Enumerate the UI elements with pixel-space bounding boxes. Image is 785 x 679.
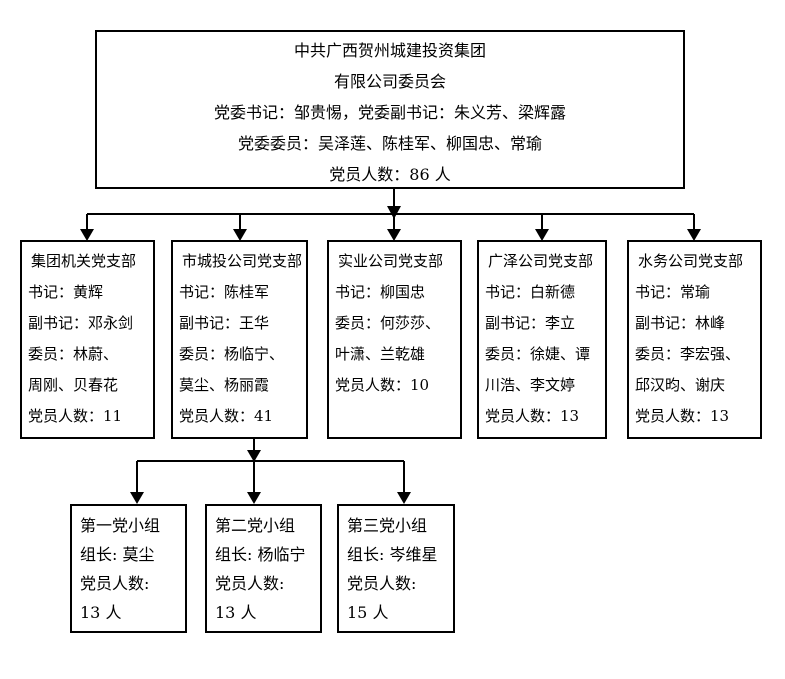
branch-secretary-line: 书记：陈桂军 [179,283,270,301]
branch-members-line-1: 委员：林蔚、 [28,345,119,363]
group-title: 第二党小组 [215,516,296,535]
branch-secretary-line: 书记：柳国忠 [335,283,426,301]
branch-members-line-2: 叶潇、兰乾雄 [335,345,426,363]
org-box-guangze-company-branch: 广泽公司党支部 书记：白新德 副书记：李立 委员：徐婕、谭 川浩、李文婷 党员人… [477,240,607,439]
branch-member-count-line: 党员人数：41 [179,407,274,425]
group-leader-line: 组长: 杨临宁 [215,545,306,564]
branch-members-line-2: 莫尘、杨丽霞 [179,376,270,394]
committee-members-line: 党委委员：吴泽莲、陈桂军、柳国忠、常瑜 [237,134,542,153]
branch-title: 集团机关党支部 [31,252,137,270]
branch-title: 广泽公司党支部 [488,252,594,270]
branch-secretary-line: 书记：白新德 [485,283,576,301]
branch-title: 市城投公司党支部 [182,252,303,270]
group-member-count-label: 党员人数: [215,574,285,593]
org-box-water-company-branch: 水务公司党支部 书记：常瑜 副书记：林峰 委员：李宏强、 邱汉昀、谢庆 党员人数… [627,240,762,439]
group-member-count-label: 党员人数: [80,574,150,593]
branch-members-line-2: 川浩、李文婷 [485,376,576,394]
branch-members-line-1: 委员：李宏强、 [635,345,741,363]
group-leader-line: 组长: 莫尘 [80,545,155,564]
branch-members-line-1: 委员：徐婕、谭 [485,345,591,363]
branch-secretary-line: 书记：常瑜 [635,283,711,301]
committee-name-line-2: 有限公司委员会 [333,72,446,91]
branch-title: 水务公司党支部 [638,252,744,270]
branch-member-count-line: 党员人数：11 [28,407,123,425]
branch-deputy-line: 副书记：邓永剑 [28,314,134,332]
branch-member-count-line: 党员人数：13 [635,407,730,425]
committee-member-count-line: 党员人数：86 人 [329,165,451,184]
branch-member-count-line: 党员人数：10 [335,376,430,394]
branch-members-line-1: 委员：杨临宁、 [179,345,285,363]
branch-members-line-2: 邱汉昀、谢庆 [635,376,726,394]
org-box-party-committee: 中共广西贺州城建投资集团 有限公司委员会 党委书记：邹贵惕，党委副书记：朱义芳、… [95,30,685,189]
org-box-city-investment-branch: 市城投公司党支部 书记：陈桂军 副书记：王华 委员：杨临宁、 莫尘、杨丽霞 党员… [171,240,308,439]
group-member-count-value: 13 人 [80,603,122,622]
group-member-count-label: 党员人数: [347,574,417,593]
org-box-party-group-2: 第二党小组 组长: 杨临宁 党员人数: 13 人 [205,504,322,633]
group-title: 第一党小组 [80,516,161,535]
branch-secretary-line: 书记：黄辉 [28,283,104,301]
group-leader-line: 组长: 岑维星 [347,545,438,564]
org-box-group-hq-branch: 集团机关党支部 书记：黄辉 副书记：邓永剑 委员：林蔚、 周刚、贝春花 党员人数… [20,240,155,439]
branch-deputy-line: 副书记：林峰 [635,314,726,332]
org-box-party-group-3: 第三党小组 组长: 岑维星 党员人数: 15 人 [337,504,455,633]
committee-secretaries-line: 党委书记：邹贵惕，党委副书记：朱义芳、梁辉露 [213,103,566,122]
branch-title: 实业公司党支部 [338,252,444,270]
branch-members-line-1: 委员：何莎莎、 [335,314,441,332]
committee-name-line-1: 中共广西贺州城建投资集团 [293,41,486,60]
branch-member-count-line: 党员人数：13 [485,407,580,425]
org-box-party-group-1: 第一党小组 组长: 莫尘 党员人数: 13 人 [70,504,187,633]
branch-deputy-line: 副书记：李立 [485,314,576,332]
branch-deputy-line: 副书记：王华 [179,314,270,332]
group-title: 第三党小组 [347,516,428,535]
branch-members-line-2: 周刚、贝春花 [28,376,119,394]
group-member-count-value: 15 人 [347,603,389,622]
org-box-industrial-company-branch: 实业公司党支部 书记：柳国忠 委员：何莎莎、 叶潇、兰乾雄 党员人数：10 [327,240,462,439]
group-member-count-value: 13 人 [215,603,257,622]
